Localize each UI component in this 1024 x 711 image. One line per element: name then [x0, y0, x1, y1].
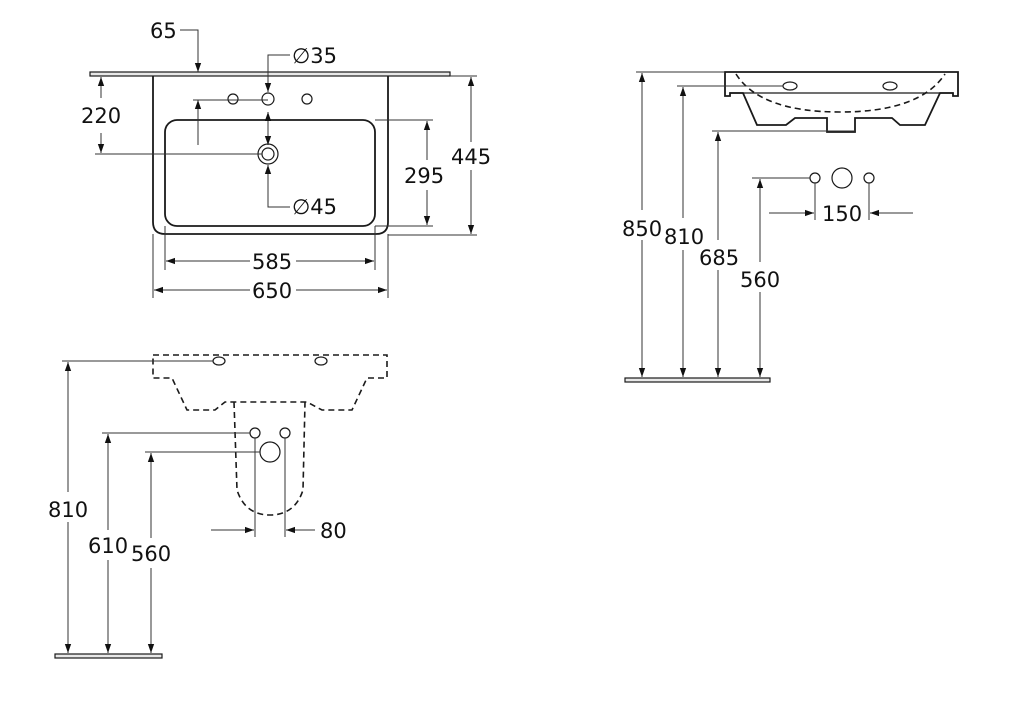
top-view: 65 ∅35 ∅45 220 295 445 585 — [81, 19, 491, 303]
basin-outline — [152, 76, 389, 235]
dim-waste-hole: ∅45 — [292, 195, 337, 219]
supply-left — [809, 172, 821, 184]
dim-total-width: 650 — [252, 279, 292, 303]
dim-supply-height: 610 — [88, 534, 128, 558]
basin-front-hidden — [152, 354, 388, 411]
dim-supply-spacing: 80 — [320, 519, 347, 543]
dim-top-height: 850 — [622, 217, 662, 241]
bowl-hidden-line — [735, 73, 946, 113]
waste-inner — [261, 147, 275, 161]
dim-overflow-height: 810 — [664, 225, 704, 249]
supply-right — [863, 172, 875, 184]
dim-bottom-height: 685 — [699, 246, 739, 270]
dim-waste-height: 560 — [740, 268, 780, 292]
pedestal-view: 810 610 560 80 — [48, 354, 388, 659]
dim-overflow-height: 810 — [48, 498, 88, 522]
waste-outlet — [831, 167, 853, 189]
dim-bowl-depth: 295 — [404, 164, 444, 188]
supply-right — [279, 427, 291, 439]
dim-waste-from-wall: 220 — [81, 104, 121, 128]
overflow-hole-right — [882, 81, 898, 91]
tap-hole-right — [301, 93, 313, 105]
dim-waste-height: 560 — [131, 542, 171, 566]
wall-line — [89, 71, 451, 77]
waste-outlet — [259, 441, 281, 463]
pedestal-hidden — [233, 401, 306, 516]
overflow-hole-left — [212, 356, 226, 366]
floor-line — [624, 377, 771, 383]
overflow-hole-right — [314, 356, 328, 366]
bowl-outline — [164, 119, 376, 227]
side-view: 850 810 685 560 150 — [622, 71, 959, 383]
dim-bowl-width: 585 — [252, 250, 292, 274]
basin-profile — [724, 71, 959, 133]
tap-hole-left — [227, 93, 239, 105]
floor-line — [54, 653, 163, 659]
dim-tap-offset: 65 — [150, 19, 177, 43]
dim-total-depth: 445 — [451, 145, 491, 169]
dim-supply-spacing: 150 — [822, 202, 862, 226]
tap-hole-center — [261, 92, 275, 106]
overflow-hole-left — [782, 81, 798, 91]
dim-tap-hole: ∅35 — [292, 44, 337, 68]
supply-left — [249, 427, 261, 439]
